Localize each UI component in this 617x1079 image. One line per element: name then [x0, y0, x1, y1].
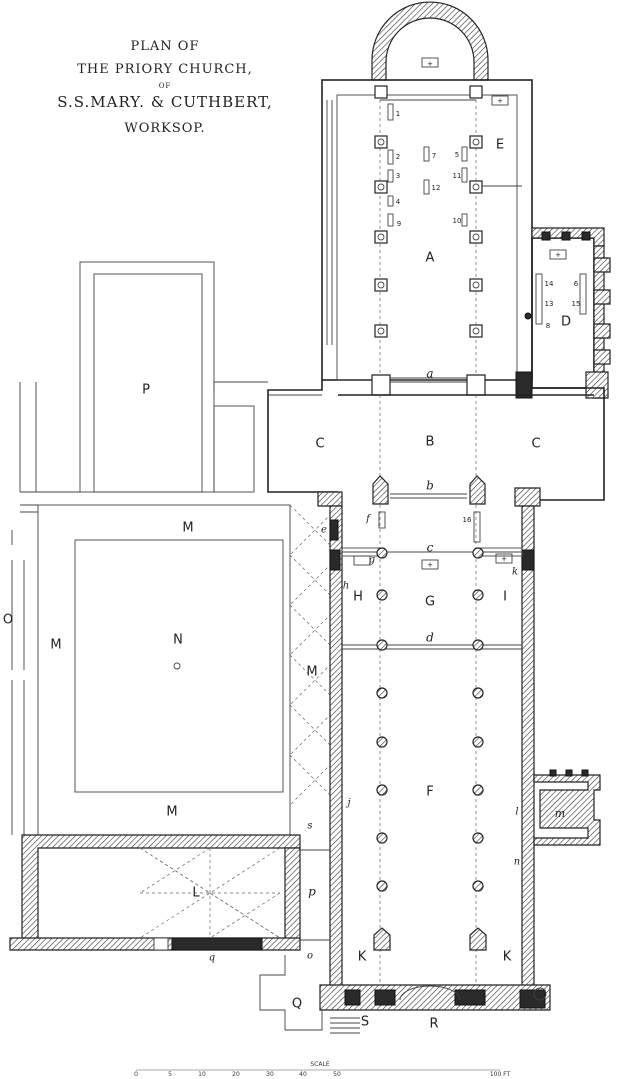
cloister — [11, 504, 341, 836]
num-2: 2 — [396, 153, 400, 161]
num-13: 13 — [545, 300, 554, 308]
room-M-left: M — [50, 638, 61, 653]
svg-text:+: + — [427, 60, 433, 68]
room-I: I — [503, 590, 507, 605]
svg-text:+: + — [501, 555, 507, 563]
mark-g: g — [369, 555, 375, 566]
room-B: B — [426, 435, 435, 450]
room-S: S — [361, 1015, 369, 1030]
mark-d: d — [426, 631, 434, 645]
mark-p: p — [308, 885, 316, 899]
svg-text:+: + — [427, 561, 433, 569]
num-3: 3 — [396, 172, 400, 180]
room-P: P — [142, 383, 150, 398]
scale-tick-50: 50 — [333, 1071, 341, 1078]
block-p — [19, 261, 268, 493]
mark-o: o — [307, 951, 313, 962]
room-O: O — [3, 613, 13, 628]
svg-text:+: + — [497, 97, 503, 105]
room-C-right: C — [531, 437, 540, 452]
mark-m: m — [555, 807, 565, 820]
mark-b: b — [426, 479, 434, 493]
block-l — [9, 834, 330, 1031]
num-14: 14 — [545, 280, 554, 288]
num-1: 1 — [396, 110, 400, 118]
room-H: H — [353, 590, 363, 605]
scale-tick-40: 40 — [299, 1071, 307, 1078]
scale-label: SCALE — [310, 1061, 329, 1068]
room-L: L — [192, 886, 200, 901]
svg-text:+: + — [555, 251, 561, 259]
title-line-3: OF — [159, 82, 172, 90]
room-F: F — [426, 785, 433, 800]
title-line-4: S.S.MARY. & CUTHBERT, — [57, 93, 272, 111]
scale-bar: SCALE 0 5 10 20 30 40 50 100 FT — [134, 1061, 510, 1078]
mark-s: s — [307, 821, 312, 832]
room-R: R — [429, 1017, 438, 1032]
chancel-numbers: 1 2 3 4 9 7 12 5 11 10 — [396, 110, 462, 228]
chancel-monuments: + — [387, 95, 509, 227]
mark-a: a — [426, 367, 433, 381]
room-G: G — [425, 595, 435, 610]
num-5: 5 — [455, 151, 459, 159]
apse: + — [371, 1, 489, 81]
num-15: 15 — [572, 300, 581, 308]
room-A: A — [426, 251, 435, 266]
room-D: D — [561, 315, 571, 330]
num-16: 16 — [463, 516, 472, 524]
chancel-piers — [371, 85, 486, 396]
room-M-bottom: M — [166, 805, 177, 820]
scale-end: 100 FT — [490, 1071, 511, 1078]
scale-tick-5: 5 — [168, 1071, 172, 1078]
mark-j: j — [345, 798, 350, 809]
mark-k: k — [512, 567, 518, 578]
mark-h: h — [343, 581, 349, 592]
room-E: E — [496, 138, 504, 153]
mark-f: f — [365, 514, 372, 525]
title-line-1: PLAN OF — [131, 39, 200, 54]
num-11: 11 — [453, 172, 462, 180]
scale-tick-10: 10 — [198, 1071, 206, 1078]
mark-l: l — [515, 807, 518, 818]
room-M-cloister: M — [306, 665, 317, 680]
num-6: 6 — [574, 280, 579, 288]
mark-c: c — [427, 541, 434, 555]
plan-title: PLAN OF THE PRIORY CHURCH, OF S.S.MARY. … — [57, 39, 272, 136]
num-9: 9 — [397, 220, 401, 228]
title-line-2: THE PRIORY CHURCH, — [77, 62, 253, 77]
room-K-left: K — [358, 950, 367, 965]
room-N: N — [173, 633, 183, 648]
scale-tick-30: 30 — [266, 1071, 274, 1078]
nave: + + — [319, 505, 601, 1034]
scale-tick-20: 20 — [232, 1071, 240, 1078]
num-7: 7 — [432, 152, 436, 160]
mark-e: e — [321, 525, 327, 536]
chancel-walls — [321, 79, 533, 381]
chapel-d: + — [515, 227, 611, 399]
room-M-top: M — [182, 521, 193, 536]
mark-n: n — [514, 857, 520, 868]
room-K-right: K — [503, 950, 512, 965]
num-4: 4 — [396, 198, 401, 206]
room-Q: Q — [292, 997, 302, 1012]
title-line-5: WORKSOP. — [124, 121, 205, 136]
mark-q: q — [209, 953, 215, 964]
num-8: 8 — [546, 322, 550, 330]
scale-tick-0: 0 — [134, 1071, 138, 1078]
num-10: 10 — [453, 217, 462, 225]
room-C-left: C — [315, 437, 324, 452]
num-12: 12 — [432, 184, 441, 192]
